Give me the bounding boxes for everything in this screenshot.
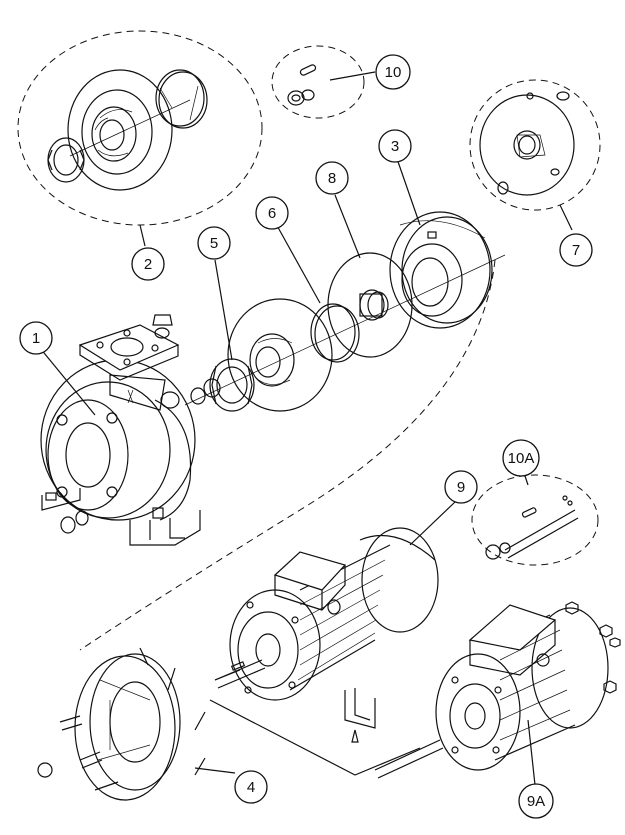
- callout-6-label: 6: [268, 205, 276, 222]
- detail-nut-washer-group: [271, 45, 365, 119]
- callout-5: 5: [197, 226, 231, 260]
- callout-5-label: 5: [210, 235, 218, 252]
- leader-lines: [39, 71, 573, 786]
- callout-1: 1: [19, 321, 53, 355]
- callout-9-label: 9: [457, 479, 465, 496]
- callout-8-label: 8: [328, 170, 336, 187]
- detail-impeller-group: [17, 30, 263, 226]
- adapter-bracket: [37, 647, 241, 801]
- callout-4-label: 4: [247, 779, 255, 796]
- detail-seal-group: [469, 79, 601, 211]
- motor-9a: [374, 601, 621, 779]
- callout-10-label: 10: [385, 64, 402, 81]
- callout-3: 3: [378, 129, 412, 163]
- callout-10: 10: [375, 54, 411, 90]
- detail-shaft-group: [471, 474, 599, 566]
- callout-7: 7: [559, 233, 593, 267]
- callout-2: 2: [131, 247, 165, 281]
- callout-6: 6: [255, 196, 289, 230]
- impeller-assembly: [184, 254, 506, 412]
- callout-4: 4: [234, 770, 268, 804]
- callout-2-label: 2: [144, 256, 152, 273]
- callout-7-label: 7: [572, 242, 580, 259]
- callout-8: 8: [315, 161, 349, 195]
- seal-and-backplate: [327, 211, 493, 358]
- callout-1-label: 1: [32, 330, 40, 347]
- callout-10a-label: 10A: [508, 450, 535, 467]
- callout-10a: 10A: [502, 439, 540, 477]
- callout-3-label: 3: [391, 138, 399, 155]
- dashed-assembly-paths: [79, 259, 496, 776]
- callout-9a: 9A: [518, 783, 554, 819]
- callout-9a-label: 9A: [527, 793, 545, 810]
- callout-9: 9: [444, 470, 478, 504]
- pump-casing: [40, 314, 201, 546]
- motor-9: [214, 527, 439, 743]
